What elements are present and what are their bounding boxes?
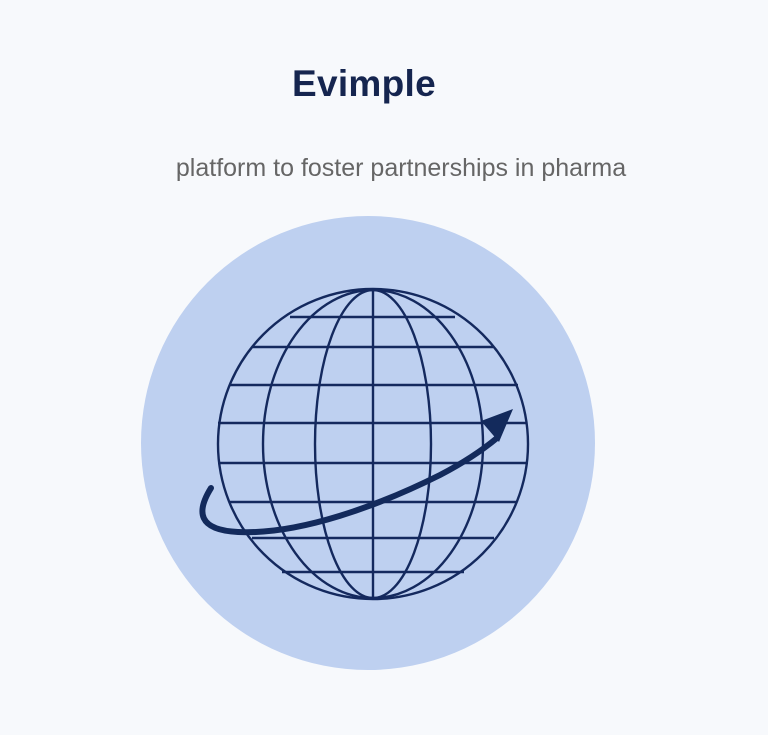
brand-title: Evimple [292,63,436,104]
logo-background-circle [141,216,595,670]
brand-tagline: platform to foster partnerships in pharm… [175,154,627,182]
globe-icon [216,287,530,601]
arrow-icon [199,409,513,536]
